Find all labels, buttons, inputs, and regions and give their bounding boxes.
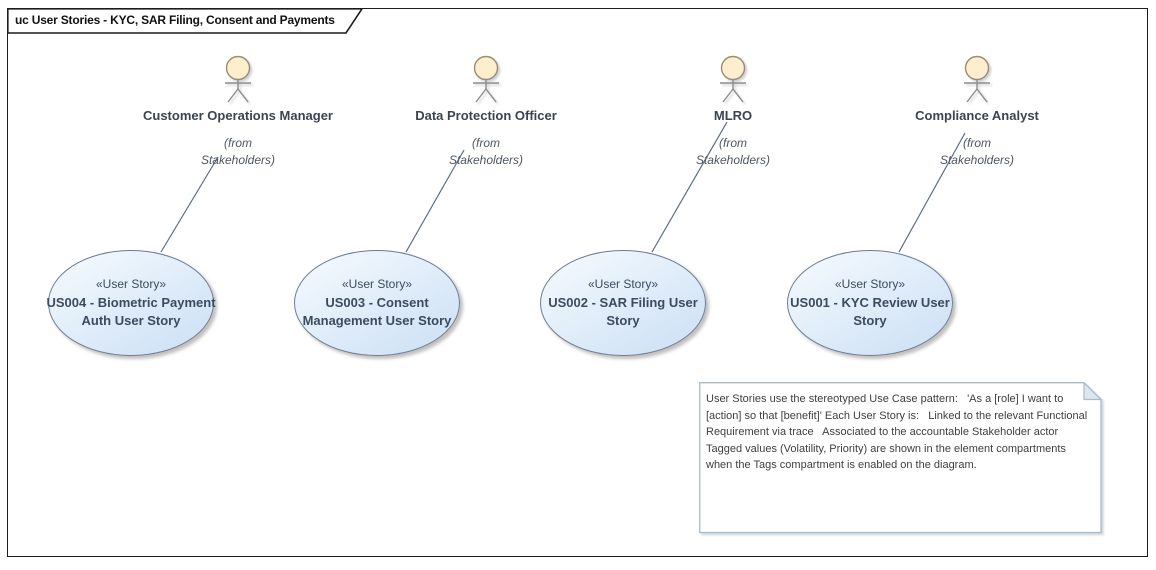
usecase-name: US002 - SAR Filing User Story — [548, 294, 698, 328]
diagram-note[interactable]: User Stories use the stereotyped Use Cas… — [699, 382, 1103, 534]
connector-customer-ops-us004 — [160, 156, 219, 253]
frame-title-tab — [7, 8, 364, 34]
usecase-name: US004 - Biometric Payment Auth User Stor… — [46, 294, 216, 328]
actor-origin: (from Stakeholders) — [200, 136, 276, 167]
diagram-title: uc User Stories - KYC, SAR Filing, Conse… — [15, 13, 335, 27]
usecase-name: US001 - KYC Review User Story — [790, 294, 950, 328]
usecase-us001-kyc-review[interactable]: «User Story» US001 - KYC Review User Sto… — [787, 250, 953, 356]
actor-name: Data Protection Officer — [415, 108, 557, 123]
actor-icon — [964, 55, 990, 103]
usecase-stereotype: «User Story» — [587, 276, 659, 291]
actor-data-protection-officer[interactable]: Data Protection Officer (from Stakeholde… — [386, 55, 586, 169]
connector-dpo-us003 — [405, 149, 465, 253]
note-shape — [699, 382, 1103, 534]
actor-name: Customer Operations Manager — [143, 108, 333, 123]
connector-compliance-us001 — [898, 132, 966, 253]
actor-icon — [473, 55, 499, 103]
actor-icon — [225, 55, 251, 103]
usecase-name: US003 - Consent Management User Story — [302, 294, 452, 328]
usecase-stereotype: «User Story» — [341, 276, 413, 291]
actor-origin: (from Stakeholders) — [448, 136, 524, 167]
actor-icon — [720, 55, 746, 103]
actor-origin: (from Stakeholders) — [695, 136, 771, 167]
actor-name: Compliance Analyst — [915, 108, 1039, 123]
usecase-us004-biometric-payment-auth[interactable]: «User Story» US004 - Biometric Payment A… — [46, 250, 216, 356]
actor-mlro[interactable]: MLRO (from Stakeholders) — [633, 55, 833, 169]
connector-mlro-us002 — [651, 121, 728, 253]
usecase-us003-consent-management[interactable]: «User Story» US003 - Consent Management … — [294, 250, 460, 356]
usecase-us002-sar-filing[interactable]: «User Story» US002 - SAR Filing User Sto… — [540, 250, 706, 356]
actor-compliance-analyst[interactable]: Compliance Analyst (from Stakeholders) — [877, 55, 1077, 169]
usecase-stereotype: «User Story» — [834, 276, 906, 291]
note-text: User Stories use the stereotyped Use Cas… — [706, 393, 1091, 471]
actor-origin: (from Stakeholders) — [939, 136, 1015, 167]
actor-name: MLRO — [713, 108, 753, 123]
actor-customer-operations-manager[interactable]: Customer Operations Manager (from Stakeh… — [138, 55, 338, 169]
usecase-stereotype: «User Story» — [95, 276, 167, 291]
